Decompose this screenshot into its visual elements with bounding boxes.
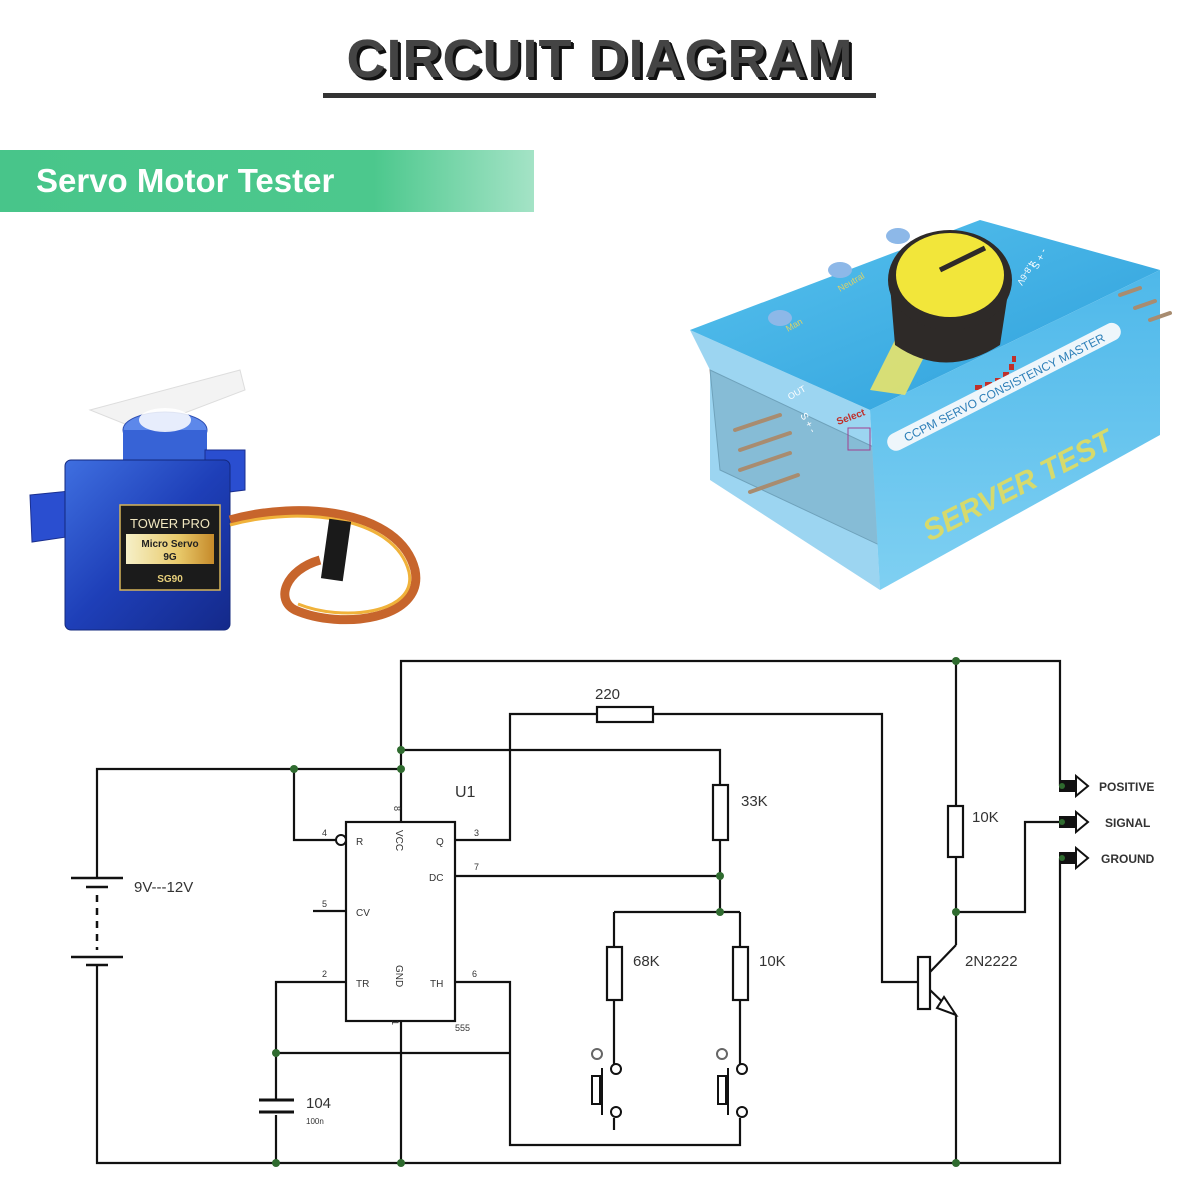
output-signal-label: SIGNAL: [1105, 816, 1150, 830]
wire-vcc-33k: [401, 748, 722, 785]
servo-cable: [228, 506, 421, 625]
pin-tr-name: TR: [356, 979, 369, 990]
servo-brand: TOWER PRO: [130, 516, 210, 531]
switch-b-contact: [736, 1063, 748, 1075]
switch-a-contact: [610, 1063, 622, 1075]
pushbutton-a: [591, 1075, 601, 1105]
section-banner: Servo Motor Tester: [0, 150, 534, 212]
ic-555: [344, 820, 457, 1023]
pushbutton-b: [717, 1075, 727, 1105]
pin-dc-num: 7: [474, 862, 479, 872]
pin-dc-name: DC: [429, 873, 443, 884]
servo-horn: [88, 369, 246, 431]
pin-vcc-name: VCC: [393, 830, 404, 851]
resistor-10k-a: [731, 945, 750, 1002]
wire-220-base: [653, 712, 918, 984]
pin-cv-num: 5: [322, 899, 327, 909]
servo-connector: [320, 518, 352, 582]
resistor-10k-a-label: 10K: [759, 953, 786, 970]
circuit-schematic: U1 555 4 R 8 VCC 3 Q 7 DC 5 CV 2 TR 1 GN…: [71, 657, 1155, 1167]
capacitor-sub-label: 100n: [306, 1117, 324, 1126]
wire-output-q: [455, 712, 597, 842]
resistor-220-label: 220: [595, 686, 620, 703]
servo-line1: Micro Servo: [141, 539, 198, 550]
ic-type-label: 555: [455, 1023, 470, 1033]
pin-th-num: 6: [472, 969, 477, 979]
resistor-10k-b-label: 10K: [972, 809, 999, 826]
resistor-33k-label: 33K: [741, 793, 768, 810]
wire-ground-rail: [95, 858, 1062, 1165]
wire-reset: [292, 769, 342, 842]
ic-ref-label: U1: [455, 784, 476, 801]
capacitor-label: 104: [306, 1095, 331, 1112]
pin-cv-name: CV: [356, 908, 370, 919]
pin-tr-num: 2: [322, 969, 327, 979]
resistor-10k-b: [946, 804, 965, 859]
transistor-label: 2N2222: [965, 953, 1018, 970]
pin-th-name: TH: [430, 979, 443, 990]
wire-signal: [956, 820, 1060, 914]
pin-r-name: R: [356, 837, 363, 848]
battery-label: 9V---12V: [134, 879, 193, 896]
output-ground-label: GROUND: [1101, 852, 1155, 866]
resistor-220: [595, 705, 655, 724]
servo-motor-photo: TOWER PRO Micro Servo 9G SG90: [29, 369, 421, 631]
select-button[interactable]: [847, 427, 871, 451]
junction-dots: [272, 657, 1065, 1167]
pin-gnd-name: GND: [393, 965, 404, 987]
led-neutral: [828, 262, 852, 278]
output-positive-label: POSITIVE: [1099, 780, 1154, 794]
resistor-33k: [711, 783, 730, 842]
pin-q-name: Q: [436, 837, 444, 848]
servo-tester-photo: Man Neutral CCPM SERVO CONSISTENCY MASTE…: [690, 220, 1172, 590]
servo-line2: 9G: [163, 552, 177, 563]
servo-model: SG90: [157, 574, 183, 585]
banner-text: Servo Motor Tester: [36, 162, 335, 199]
title-underline: [323, 93, 876, 98]
wire-top-rail: [399, 659, 1062, 786]
page-title: CIRCUIT DIAGRAM: [346, 29, 854, 89]
pin-gnd-num: 1: [390, 1020, 400, 1025]
transistor-base-bar: [916, 955, 932, 1011]
wire-battery-positive: [95, 767, 401, 878]
resistor-68k: [605, 945, 624, 1002]
pin-q-num: 3: [474, 828, 479, 838]
transistor-emitter-arrow: [935, 995, 959, 1017]
led-man: [768, 310, 792, 326]
resistor-68k-label: 68K: [633, 953, 660, 970]
pin-r-num: 4: [322, 828, 327, 838]
pin-vcc-num: 8: [392, 806, 402, 811]
wire-trigger: [274, 980, 346, 1100]
